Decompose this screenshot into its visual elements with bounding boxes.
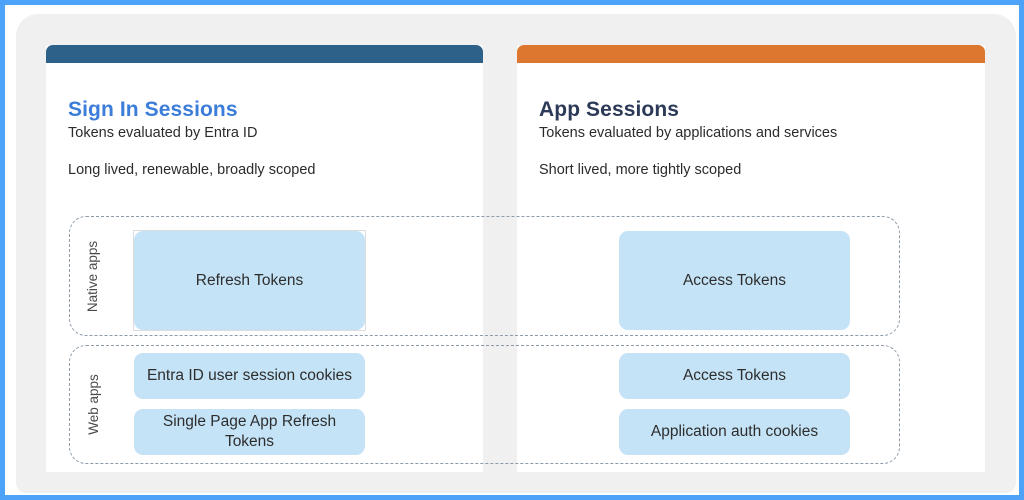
card-left-title: Sign In Sessions (68, 98, 238, 121)
row-label-native-apps: Native apps (76, 217, 110, 335)
card-right-body: App Sessions Tokens evaluated by applica… (517, 63, 985, 180)
card-right-subtitle: Tokens evaluated by applications and ser… (539, 125, 838, 142)
token-box-refresh-tokens[interactable]: Refresh Tokens (134, 231, 365, 330)
row-label-native-apps-text: Native apps (85, 240, 101, 312)
card-left-description: Long lived, renewable, broadly scoped (68, 161, 316, 178)
token-box-access-tokens-web[interactable]: Access Tokens (619, 353, 850, 399)
token-box-single-page-app-refresh-tokens[interactable]: Single Page App Refresh Tokens (134, 409, 365, 455)
card-left-subtitle: Tokens evaluated by Entra ID (68, 125, 258, 142)
row-container-native-apps: Native apps (69, 216, 900, 336)
row-label-web-apps-text: Web apps (85, 374, 101, 435)
token-box-application-auth-cookies[interactable]: Application auth cookies (619, 409, 850, 455)
card-right-accent-bar (517, 45, 985, 63)
card-app-sessions[interactable]: App Sessions Tokens evaluated by applica… (517, 45, 985, 472)
selection-outline-refresh-tokens (133, 230, 366, 331)
card-right-description: Short lived, more tightly scoped (539, 161, 742, 178)
row-label-web-apps: Web apps (76, 346, 110, 463)
token-box-access-tokens-native[interactable]: Access Tokens (619, 231, 850, 330)
token-box-entra-id-user-session-cookies[interactable]: Entra ID user session cookies (134, 353, 365, 399)
card-right-title: App Sessions (539, 98, 680, 121)
row-container-web-apps: Web apps (69, 345, 900, 464)
card-left-body: Sign In Sessions Tokens evaluated by Ent… (46, 63, 483, 180)
card-left-accent-bar (46, 45, 483, 63)
